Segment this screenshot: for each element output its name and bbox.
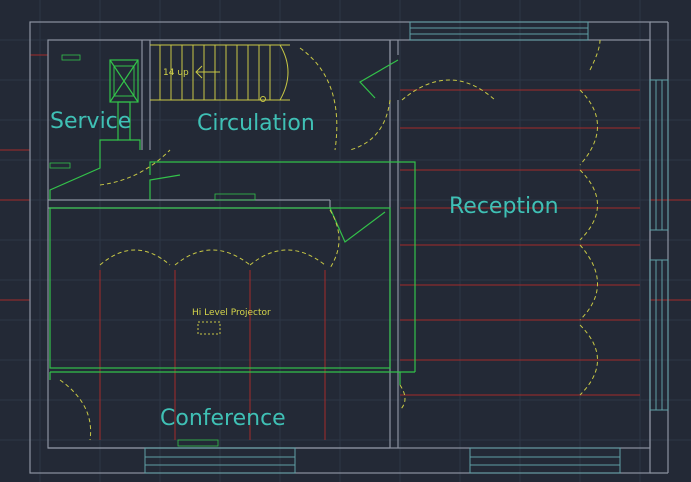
room-label-conference: Conference bbox=[160, 406, 286, 431]
projector-label: Hi Level Projector bbox=[192, 308, 271, 318]
room-label-circulation: Circulation bbox=[197, 111, 315, 136]
tags bbox=[49, 54, 256, 447]
door-swings bbox=[59, 39, 601, 441]
riser-box-icon bbox=[113, 65, 135, 97]
windows bbox=[144, 21, 669, 474]
reference-lines bbox=[0, 54, 691, 440]
room-label-service: Service bbox=[50, 109, 131, 134]
room-label-reception: Reception bbox=[449, 194, 559, 219]
projector-icon bbox=[197, 321, 221, 335]
stairs bbox=[150, 44, 290, 102]
up-arrow-icon bbox=[195, 65, 220, 79]
stair-label: 14 up bbox=[163, 68, 189, 78]
